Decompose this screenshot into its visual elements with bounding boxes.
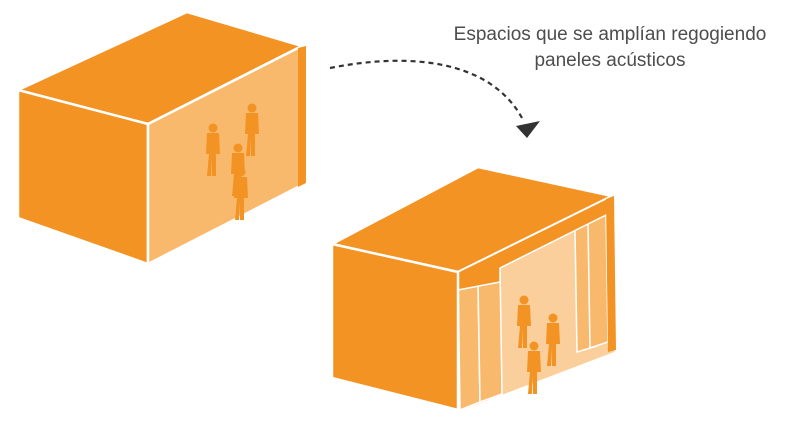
annotation-line-2: paneles acústicos xyxy=(534,50,686,71)
open-block-back-edge xyxy=(606,196,616,352)
person-figure xyxy=(546,313,560,366)
person-figure xyxy=(517,295,531,348)
arrowhead-icon xyxy=(516,121,540,138)
folded-panel xyxy=(457,270,481,412)
person-figure xyxy=(245,103,259,156)
person-figure xyxy=(234,167,248,220)
folded-panel xyxy=(477,266,503,404)
open-block-front-face xyxy=(330,242,460,412)
annotation-line-1: Espacios que se amplían regogiendo xyxy=(453,24,767,45)
open-container-block xyxy=(330,165,616,412)
curved-dashed-arrow xyxy=(329,59,540,138)
closed-container-block xyxy=(16,10,306,266)
annotation-caption: Espacios que se amplían regogiendo panel… xyxy=(410,22,795,74)
folded-panel xyxy=(587,213,609,350)
people-figures-closed xyxy=(206,103,259,220)
people-figures-open xyxy=(517,295,560,394)
closed-block-back-edge xyxy=(298,46,306,187)
person-figure xyxy=(206,123,220,176)
person-figure xyxy=(527,341,541,394)
